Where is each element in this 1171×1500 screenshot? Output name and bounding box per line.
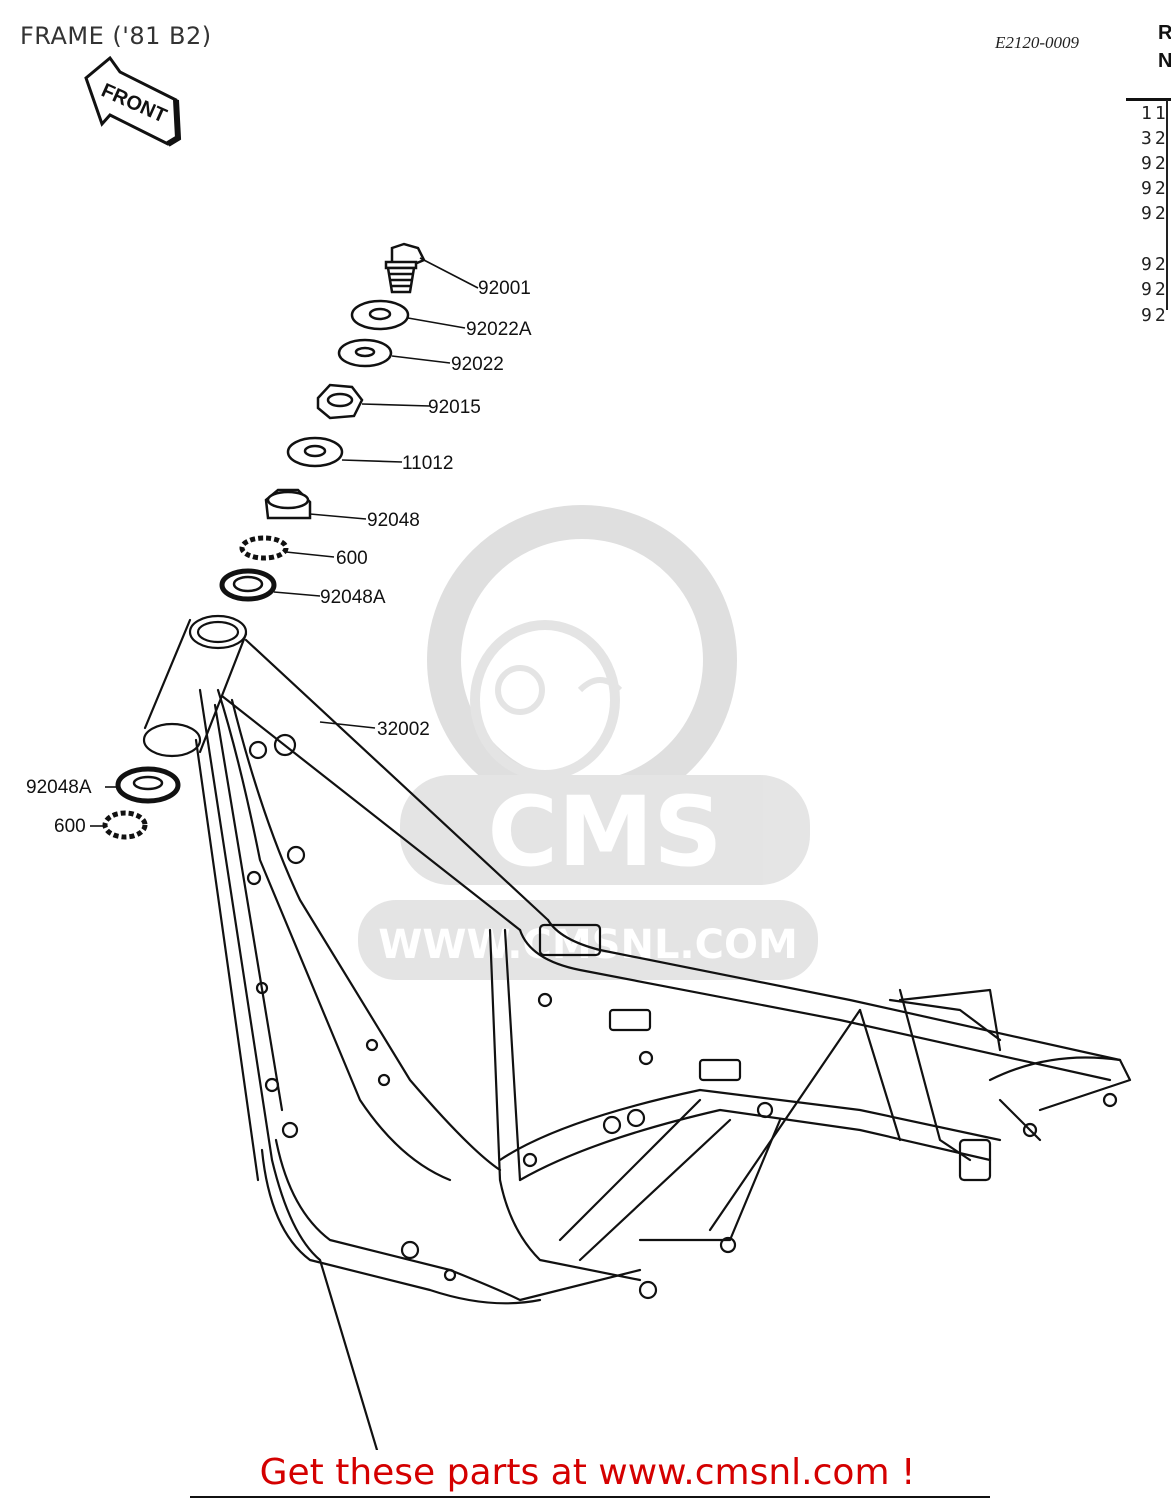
front-arrow: FRONT [84, 55, 182, 147]
promo-footer[interactable]: Get these parts at www.cmsnl.com ! [0, 1452, 1171, 1493]
part-label-32002: 32002 [377, 719, 430, 740]
watermark-brand: CMS [487, 776, 722, 888]
column-header-no: N [1158, 50, 1171, 72]
drawing-code: E2120-0009 [995, 33, 1080, 52]
part-label-92001: 92001 [478, 278, 531, 299]
footer-rule [190, 1496, 990, 1498]
table-rule [1126, 98, 1171, 101]
part-label-92048: 92048 [367, 510, 420, 531]
part-label-92022: 92022 [451, 354, 504, 375]
table-divider [1166, 100, 1168, 310]
side-list-item: 32 [1141, 128, 1169, 149]
column-header-ref: R [1158, 22, 1171, 44]
side-list-item: 92 [1141, 254, 1169, 275]
part-label-600-lower: 600 [54, 816, 86, 837]
part-label-92015: 92015 [428, 397, 481, 418]
page-title: FRAME ('81 B2) [20, 22, 212, 50]
side-list-item: 92 [1141, 178, 1169, 199]
watermark-url: WWW.CMSNL.COM [378, 922, 798, 968]
ball-bearing-icon [102, 810, 148, 840]
frame-diagram: CMS WWW.CMSNL.COM FRONT [26, 55, 1132, 1450]
cms-watermark: CMS WWW.CMSNL.COM [358, 505, 818, 980]
side-list-item: 92 [1141, 153, 1169, 174]
part-label-92022a: 92022A [466, 319, 532, 340]
steering-parts [102, 242, 426, 840]
part-labels: 92001 92022A 92022 92015 11012 92048 600… [26, 278, 532, 837]
frame-32002 [142, 614, 1132, 1450]
side-list-item: 11 [1141, 103, 1169, 124]
leader-lines [90, 257, 479, 827]
part-label-92048a: 92048A [320, 587, 386, 608]
part-label-600: 600 [336, 548, 368, 569]
part-label-92048a-lower: 92048A [26, 777, 92, 798]
side-list-item: 92 [1141, 203, 1169, 224]
side-list-item: 92 [1141, 305, 1169, 326]
bolt-icon [384, 242, 426, 294]
side-list-item: 92 [1141, 279, 1169, 300]
promo-footer-text[interactable]: Get these parts at www.cmsnl.com ! [259, 1452, 916, 1493]
part-label-11012: 11012 [402, 453, 453, 474]
ball-bearing-icon [239, 535, 289, 561]
